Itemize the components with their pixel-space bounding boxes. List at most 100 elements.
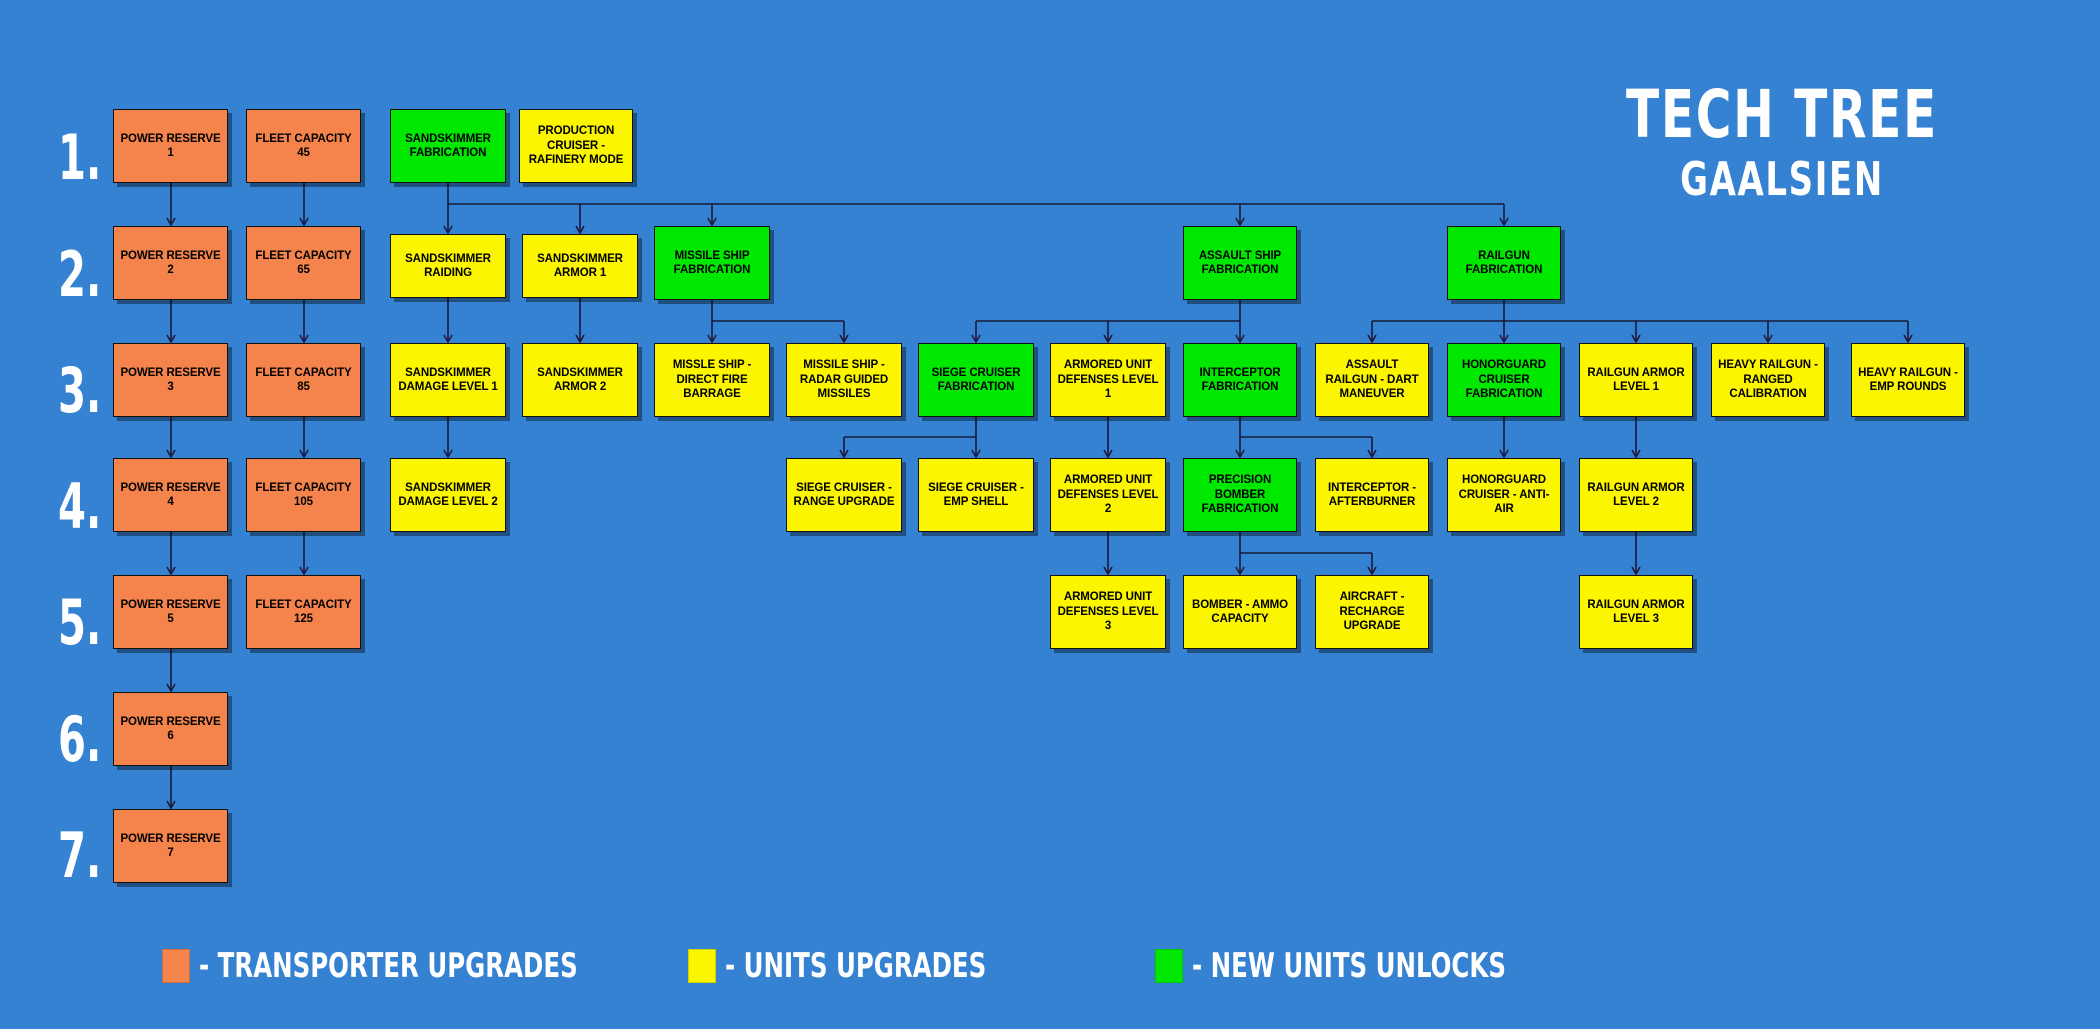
tech-node-msfab[interactable]: MISSILE SHIP FABRICATION — [654, 226, 770, 300]
tech-node-hremp[interactable]: HEAVY RAILGUN - EMP ROUNDS — [1851, 343, 1965, 417]
page-subtitle: GAALSIEN — [1680, 152, 1884, 206]
legend-swatch-icon — [688, 949, 716, 983]
legend: - TRANSPORTER UPGRADES - UNITS UPGRADES - … — [0, 944, 2100, 1004]
tech-node-label: INTERCEPTOR - AFTERBURNER — [1328, 481, 1416, 509]
tech-node-ssraid[interactable]: SANDSKIMMER RAIDING — [390, 234, 506, 298]
legend-item-1: - UNITS UPGRADES — [688, 944, 1052, 988]
tech-node-ssarm2[interactable]: SANDSKIMMER ARMOR 2 — [522, 343, 638, 417]
tech-node-label: ASSAULT RAILGUN - DART MANEUVER — [1325, 359, 1419, 401]
tech-node-label: HONORGUARD CRUISER FABRICATION — [1462, 359, 1546, 401]
tech-node-hgfab[interactable]: HONORGUARD CRUISER FABRICATION — [1447, 343, 1561, 417]
tech-node-label: AIRCRAFT - RECHARGE UPGRADE — [1339, 591, 1405, 633]
tech-node-ssfab[interactable]: SANDSKIMMER FABRICATION — [390, 109, 506, 183]
tech-node-label: SIEGE CRUISER - RANGE UPGRADE — [793, 481, 895, 509]
tech-node-label: SANDSKIMMER ARMOR 1 — [537, 252, 623, 280]
tech-node-label: RAILGUN ARMOR LEVEL 2 — [1587, 481, 1685, 509]
tier-number-6: 6. — [58, 703, 102, 776]
tech-node-label: FLEET CAPACITY 45 — [255, 132, 352, 160]
tier-number-7: 7. — [58, 819, 102, 892]
legend-swatch-icon — [1155, 949, 1183, 983]
tech-node-label: SIEGE CRUISER - EMP SHELL — [928, 481, 1024, 509]
tech-node-label: RAILGUN ARMOR LEVEL 1 — [1587, 366, 1685, 394]
tech-node-ssdmg1[interactable]: SANDSKIMMER DAMAGE LEVEL 1 — [390, 343, 506, 417]
tech-node-pbfab[interactable]: PRECISION BOMBER FABRICATION — [1183, 458, 1297, 532]
tech-node-rga2[interactable]: RAILGUN ARMOR LEVEL 2 — [1579, 458, 1693, 532]
tech-node-rga1[interactable]: RAILGUN ARMOR LEVEL 1 — [1579, 343, 1693, 417]
tech-node-icab[interactable]: INTERCEPTOR - AFTERBURNER — [1315, 458, 1429, 532]
legend-label: - UNITS UPGRADES — [725, 946, 987, 986]
tech-node-scemp[interactable]: SIEGE CRUISER - EMP SHELL — [918, 458, 1034, 532]
legend-label: - NEW UNITS UNLOCKS — [1192, 946, 1506, 986]
tech-node-label: INTERCEPTOR FABRICATION — [1199, 366, 1281, 394]
tech-node-fc45[interactable]: FLEET CAPACITY 45 — [246, 109, 361, 183]
tech-node-label: POWER RESERVE 1 — [120, 132, 221, 160]
tech-node-ardm[interactable]: ASSAULT RAILGUN - DART MANEUVER — [1315, 343, 1429, 417]
tech-node-aud2[interactable]: ARMORED UNIT DEFENSES LEVEL 2 — [1050, 458, 1166, 532]
tech-node-pr3[interactable]: POWER RESERVE 3 — [113, 343, 228, 417]
tech-node-rgfab[interactable]: RAILGUN FABRICATION — [1447, 226, 1561, 300]
legend-item-2: - NEW UNITS UNLOCKS — [1155, 944, 1584, 988]
tech-node-label: SANDSKIMMER DAMAGE LEVEL 1 — [398, 366, 498, 394]
tech-node-scfab[interactable]: SIEGE CRUISER FABRICATION — [918, 343, 1034, 417]
tech-node-label: HEAVY RAILGUN - EMP ROUNDS — [1858, 366, 1958, 394]
tech-node-pr5[interactable]: POWER RESERVE 5 — [113, 575, 228, 649]
tech-node-label: POWER RESERVE 4 — [120, 481, 221, 509]
tech-node-fc65[interactable]: FLEET CAPACITY 65 — [246, 226, 361, 300]
tech-node-label: SANDSKIMMER ARMOR 2 — [537, 366, 623, 394]
tier-number-3: 3. — [58, 354, 102, 427]
tech-node-pr1[interactable]: POWER RESERVE 1 — [113, 109, 228, 183]
tech-node-label: SIEGE CRUISER FABRICATION — [931, 366, 1021, 394]
tech-node-label: FLEET CAPACITY 65 — [255, 249, 352, 277]
tech-node-fc85[interactable]: FLEET CAPACITY 85 — [246, 343, 361, 417]
tech-node-label: POWER RESERVE 7 — [120, 832, 221, 860]
tech-node-label: FLEET CAPACITY 125 — [255, 598, 352, 626]
tech-node-fc125[interactable]: FLEET CAPACITY 125 — [246, 575, 361, 649]
tech-node-pr7[interactable]: POWER RESERVE 7 — [113, 809, 228, 883]
legend-swatch-icon — [162, 949, 190, 983]
legend-label: - TRANSPORTER UPGRADES — [199, 946, 578, 986]
tech-node-label: BOMBER - AMMO CAPACITY — [1191, 598, 1288, 626]
tech-node-hgaa[interactable]: HONORGUARD CRUISER - ANTI-AIR — [1447, 458, 1561, 532]
tech-node-msrg[interactable]: MISSILE SHIP - RADAR GUIDED MISSILES — [786, 343, 902, 417]
tech-node-label: PRECISION BOMBER FABRICATION — [1201, 474, 1279, 516]
tech-node-ssarm1[interactable]: SANDSKIMMER ARMOR 1 — [522, 234, 638, 298]
tech-node-acrec[interactable]: AIRCRAFT - RECHARGE UPGRADE — [1315, 575, 1429, 649]
tech-node-label: HEAVY RAILGUN - RANGED CALIBRATION — [1718, 359, 1818, 401]
tech-node-aud1[interactable]: ARMORED UNIT DEFENSES LEVEL 1 — [1050, 343, 1166, 417]
tech-node-label: ARMORED UNIT DEFENSES LEVEL 2 — [1057, 474, 1159, 516]
tech-node-pr4[interactable]: POWER RESERVE 4 — [113, 458, 228, 532]
page-title: TECH TREE — [1626, 76, 1938, 153]
tier-number-2: 2. — [58, 238, 102, 311]
tech-node-label: FLEET CAPACITY 105 — [255, 481, 352, 509]
tech-node-rga3[interactable]: RAILGUN ARMOR LEVEL 3 — [1579, 575, 1693, 649]
tech-node-label: PRODUCTION CRUISER - RAFINERY MODE — [528, 125, 624, 167]
tech-node-label: POWER RESERVE 3 — [120, 366, 221, 394]
tech-node-bamc[interactable]: BOMBER - AMMO CAPACITY — [1183, 575, 1297, 649]
tech-node-msdf[interactable]: MISSLE SHIP - DIRECT FIRE BARRAGE — [654, 343, 770, 417]
tech-node-label: ARMORED UNIT DEFENSES LEVEL 1 — [1057, 359, 1159, 401]
title-block: TECH TREE GAALSIEN — [1552, 76, 2012, 206]
tech-node-label: SANDSKIMMER FABRICATION — [405, 132, 491, 160]
tech-node-label: POWER RESERVE 6 — [120, 715, 221, 743]
tech-node-label: MISSILE SHIP - RADAR GUIDED MISSILES — [799, 359, 889, 401]
tech-node-pcraf[interactable]: PRODUCTION CRUISER - RAFINERY MODE — [519, 109, 633, 183]
tech-node-scrng[interactable]: SIEGE CRUISER - RANGE UPGRADE — [786, 458, 902, 532]
legend-item-0: - TRANSPORTER UPGRADES — [162, 944, 672, 988]
tech-node-label: RAILGUN ARMOR LEVEL 3 — [1587, 598, 1685, 626]
tech-node-label: FLEET CAPACITY 85 — [255, 366, 352, 394]
tech-node-label: POWER RESERVE 2 — [120, 249, 221, 277]
tech-node-icfab[interactable]: INTERCEPTOR FABRICATION — [1183, 343, 1297, 417]
tech-node-label: ARMORED UNIT DEFENSES LEVEL 3 — [1057, 591, 1159, 633]
tech-node-asfab[interactable]: ASSAULT SHIP FABRICATION — [1183, 226, 1297, 300]
tech-node-pr6[interactable]: POWER RESERVE 6 — [113, 692, 228, 766]
tech-node-label: HONORGUARD CRUISER - ANTI-AIR — [1458, 474, 1550, 516]
tech-node-label: ASSAULT SHIP FABRICATION — [1198, 249, 1282, 277]
tech-node-aud3[interactable]: ARMORED UNIT DEFENSES LEVEL 3 — [1050, 575, 1166, 649]
tech-node-ssdmg2[interactable]: SANDSKIMMER DAMAGE LEVEL 2 — [390, 458, 506, 532]
tech-node-hrrc[interactable]: HEAVY RAILGUN - RANGED CALIBRATION — [1711, 343, 1825, 417]
tier-number-4: 4. — [58, 470, 102, 543]
tech-node-label: POWER RESERVE 5 — [120, 598, 221, 626]
tech-node-fc105[interactable]: FLEET CAPACITY 105 — [246, 458, 361, 532]
tech-node-pr2[interactable]: POWER RESERVE 2 — [113, 226, 228, 300]
